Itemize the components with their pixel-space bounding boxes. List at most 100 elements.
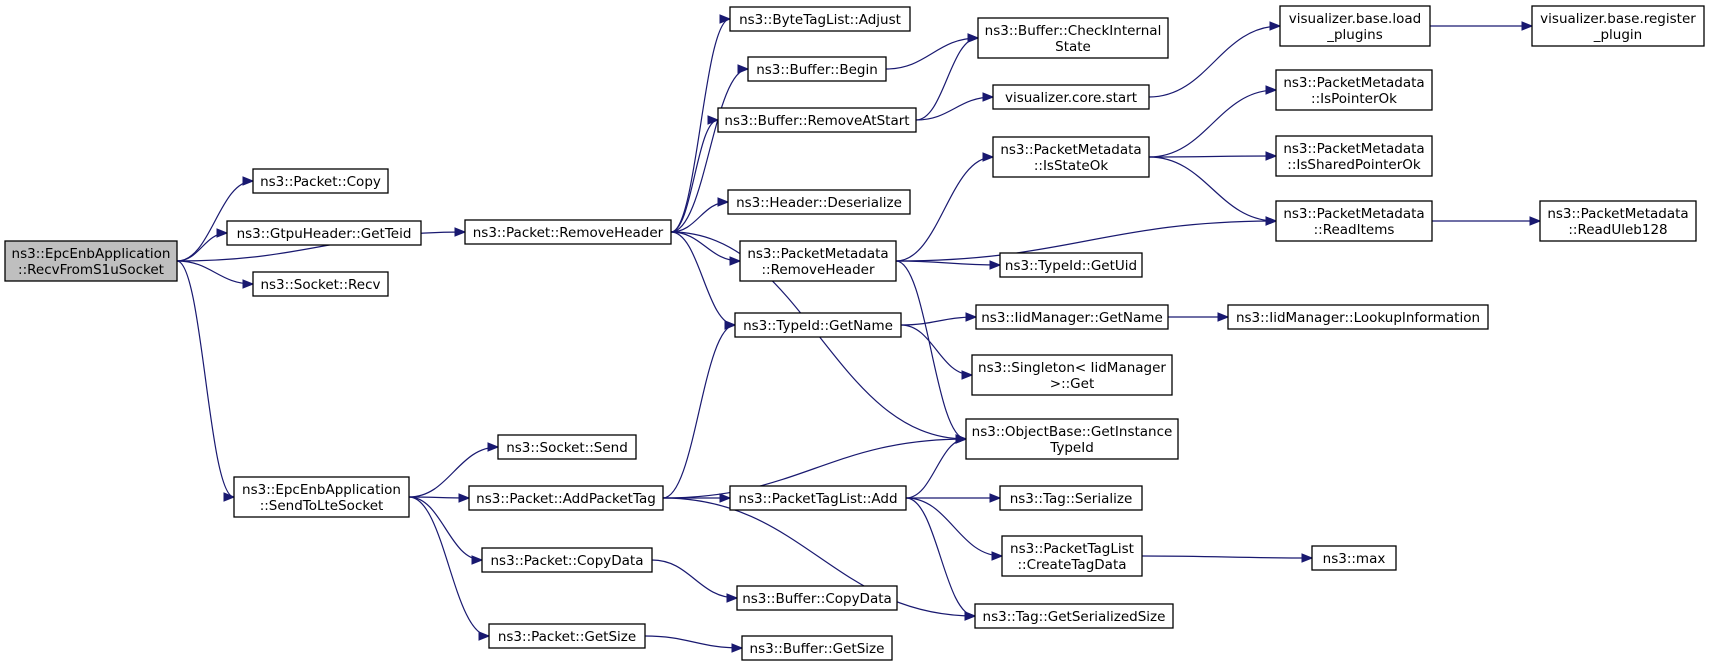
edge-line	[644, 635, 743, 649]
node-typeidgetuid[interactable]: ns3::TypeId::GetUid	[999, 252, 1143, 278]
arrowhead-icon	[717, 197, 730, 207]
node-box	[727, 189, 911, 215]
node-ptladd[interactable]: ns3::PacketTagList::Add	[729, 485, 907, 511]
node-ptlcreatetag[interactable]: ns3::PacketTagList::CreateTagData	[1001, 535, 1143, 577]
node-bufremoveatstart[interactable]: ns3::Buffer::RemoveAtStart	[717, 107, 917, 133]
node-box	[226, 220, 422, 246]
node-singletonget[interactable]: ns3::Singleton< IidManager>::Get	[971, 354, 1173, 396]
node-pmremoveheader[interactable]: ns3::PacketMetadata::RemoveHeader	[739, 240, 897, 282]
node-typeidgetname[interactable]: ns3::TypeId::GetName	[734, 312, 902, 338]
node-box	[233, 476, 410, 518]
edge-line	[1148, 89, 1277, 158]
node-socketsend[interactable]: ns3::Socket::Send	[497, 434, 637, 460]
call-edge-ptladd-to-taggetsersize	[905, 497, 977, 621]
node-iidlookup[interactable]: ns3::IidManager::LookupInformation	[1227, 304, 1489, 330]
arrowhead-icon	[1265, 85, 1278, 95]
node-iidgetname[interactable]: ns3::IidManager::GetName	[975, 304, 1169, 330]
node-visregplugin[interactable]: visualizer.base.register_plugin	[1531, 5, 1705, 47]
call-edge-removeheader-to-bytetagadjust	[670, 14, 732, 233]
node-pmreaduleb[interactable]: ns3::PacketMetadata::ReadUleb128	[1539, 200, 1697, 242]
node-label-line: ::ReadUleb128	[1568, 222, 1667, 238]
arrowhead-icon	[726, 593, 739, 603]
node-removeheader[interactable]: ns3::Packet::RemoveHeader	[464, 219, 672, 245]
call-edge-pmremoveheader-to-objbasegetinst	[895, 260, 968, 444]
arrowhead-icon	[729, 256, 742, 266]
node-headerdeser[interactable]: ns3::Header::Deserialize	[727, 189, 911, 215]
function-nodes: ns3::EpcEnbApplication::RecvFromS1uSocke…	[4, 5, 1705, 661]
node-visloadplugins[interactable]: visualizer.base.load_plugins	[1279, 5, 1431, 47]
node-box	[1275, 200, 1433, 242]
node-bufbegin[interactable]: ns3::Buffer::Begin	[747, 56, 887, 82]
node-label-line: ::IsSharedPointerOk	[1287, 157, 1421, 173]
call-edge-sendtolte-to-packetgetsize	[408, 496, 491, 641]
call-edge-pmreaditems-to-pmreaduleb	[1432, 216, 1542, 226]
arrowhead-icon	[737, 64, 750, 74]
node-label-line: ::ReadItems	[1314, 222, 1395, 238]
node-tagserialize[interactable]: ns3::Tag::Serialize	[999, 485, 1143, 511]
node-pmisstateok[interactable]: ns3::PacketMetadata::IsStateOk	[992, 136, 1150, 178]
call-edge-addpackettag-to-typeidgetname	[662, 320, 737, 499]
edge-line	[408, 496, 490, 637]
edge-line	[670, 231, 736, 326]
call-edge-recv-to-copy	[176, 176, 255, 262]
call-edge-typeidgetname-to-singletonget	[900, 324, 974, 380]
node-label-line: ns3::TypeId::GetUid	[1005, 258, 1137, 274]
node-box	[1279, 5, 1431, 47]
node-label-line: _plugins	[1326, 27, 1383, 43]
call-edge-visloadplugins-to-visregplugin	[1430, 21, 1534, 31]
node-getteid[interactable]: ns3::GtpuHeader::GetTeid	[226, 220, 422, 246]
node-label-line: ns3::ByteTagList::Adjust	[739, 12, 901, 28]
node-recvsock[interactable]: ns3::Socket::Recv	[252, 271, 389, 297]
node-taggetsersize[interactable]: ns3::Tag::GetSerializedSize	[974, 603, 1174, 629]
call-edge-recv-to-sendtolte	[176, 260, 236, 502]
node-label-line: visualizer.base.register	[1540, 11, 1696, 27]
node-label-line: ns3::PacketMetadata	[1547, 206, 1688, 222]
node-box	[977, 17, 1169, 59]
edge-line	[662, 438, 967, 499]
edge-line	[895, 260, 1001, 266]
edge-line	[651, 559, 738, 599]
node-label-line: ns3::Packet::GetSize	[498, 629, 636, 645]
node-label-line: ns3::Buffer::CheckInternal	[985, 23, 1162, 39]
node-sendtolte[interactable]: ns3::EpcEnbApplication::SendToLteSocket	[233, 476, 410, 518]
node-nsmax[interactable]: ns3::max	[1311, 545, 1397, 571]
node-packetcopydata[interactable]: ns3::Packet::CopyData	[481, 547, 653, 573]
node-recv[interactable]: ns3::EpcEnbApplication::RecvFromS1uSocke…	[4, 240, 178, 282]
node-bufgetsize[interactable]: ns3::Buffer::GetSize	[741, 635, 893, 661]
node-pmissharedok[interactable]: ns3::PacketMetadata::IsSharedPointerOk	[1275, 135, 1433, 177]
arrowhead-icon	[955, 434, 968, 444]
node-box	[717, 107, 917, 133]
node-label-line: ns3::Socket::Recv	[260, 277, 380, 293]
node-label-line: visualizer.base.load	[1289, 11, 1421, 27]
node-box	[497, 434, 637, 460]
node-addpackettag[interactable]: ns3::Packet::AddPacketTag	[468, 485, 664, 511]
node-packetgetsize[interactable]: ns3::Packet::GetSize	[488, 623, 646, 649]
node-pmispointerok[interactable]: ns3::PacketMetadata::IsPointerOk	[1275, 69, 1433, 111]
node-label-line: ns3::Tag::Serialize	[1010, 491, 1133, 507]
node-bufcopydata[interactable]: ns3::Buffer::CopyData	[736, 585, 898, 611]
arrowhead-icon	[1269, 21, 1282, 31]
node-label-line: ns3::IidManager::LookupInformation	[1236, 310, 1480, 326]
arrowhead-icon	[719, 14, 732, 24]
edge-line	[905, 438, 967, 499]
node-label-line: ns3::PacketTagList	[1010, 541, 1134, 557]
node-viscorestart[interactable]: visualizer.core.start	[992, 84, 1150, 110]
node-pmreaditems[interactable]: ns3::PacketMetadata::ReadItems	[1275, 200, 1433, 242]
arrowhead-icon	[991, 551, 1004, 561]
node-copy[interactable]: ns3::Packet::Copy	[252, 168, 389, 194]
node-label-line: ns3::PacketTagList::Add	[738, 491, 897, 507]
arrowhead-icon	[1217, 312, 1230, 322]
node-box	[741, 635, 893, 661]
node-box	[1531, 5, 1705, 47]
node-box	[1275, 69, 1433, 111]
node-label-line: ::CreateTagData	[1017, 557, 1126, 573]
node-box	[747, 56, 887, 82]
node-label-line: ns3::EpcEnbApplication	[242, 482, 401, 498]
arrowhead-icon	[471, 555, 484, 565]
node-box	[1275, 135, 1433, 177]
node-bytetagadjust[interactable]: ns3::ByteTagList::Adjust	[729, 6, 911, 32]
call-edge-viscorestart-to-visloadplugins	[1148, 21, 1282, 98]
edge-line	[915, 37, 979, 121]
